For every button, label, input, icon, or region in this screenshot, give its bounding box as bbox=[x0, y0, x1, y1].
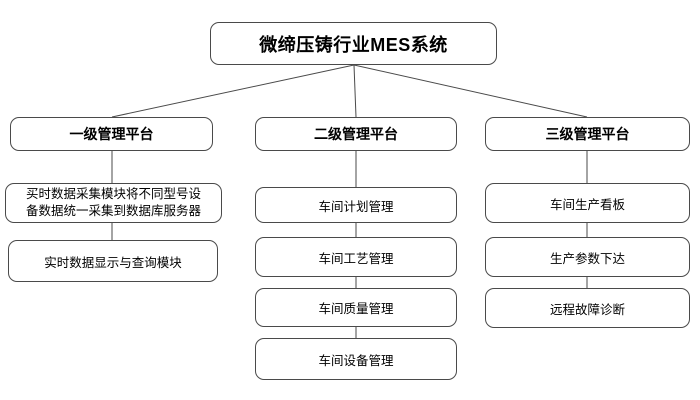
platform-level3-node: 三级管理平台 bbox=[485, 117, 690, 151]
node-workshop-production-board: 车间生产看板 bbox=[485, 183, 690, 223]
connector-root-col3 bbox=[353, 64, 588, 118]
node-workshop-plan-management: 车间计划管理 bbox=[255, 187, 457, 223]
node-workshop-quality-management: 车间质量管理 bbox=[255, 288, 457, 327]
connector-root-col2 bbox=[353, 64, 357, 118]
node-workshop-process-management: 车间工艺管理 bbox=[255, 237, 457, 277]
node-data-collection-module: 买时数据采集模块将不同型号设 备数据统一采集到数据库服务器 bbox=[5, 183, 222, 223]
node-production-parameter-dispatch: 生产参数下达 bbox=[485, 237, 690, 277]
node-workshop-equipment-management: 车间设备管理 bbox=[255, 338, 457, 380]
root-node-mes-system: 微缔压铸行业MES系统 bbox=[210, 22, 497, 65]
connector-root-col1 bbox=[111, 64, 355, 118]
platform-level1-node: 一级管理平台 bbox=[10, 117, 213, 151]
node-remote-fault-diagnosis: 远程故障诊断 bbox=[485, 288, 690, 328]
node-realtime-display-query-module: 实时数据显示与查询模块 bbox=[8, 240, 218, 282]
platform-level2-node: 二级管理平台 bbox=[255, 117, 457, 151]
